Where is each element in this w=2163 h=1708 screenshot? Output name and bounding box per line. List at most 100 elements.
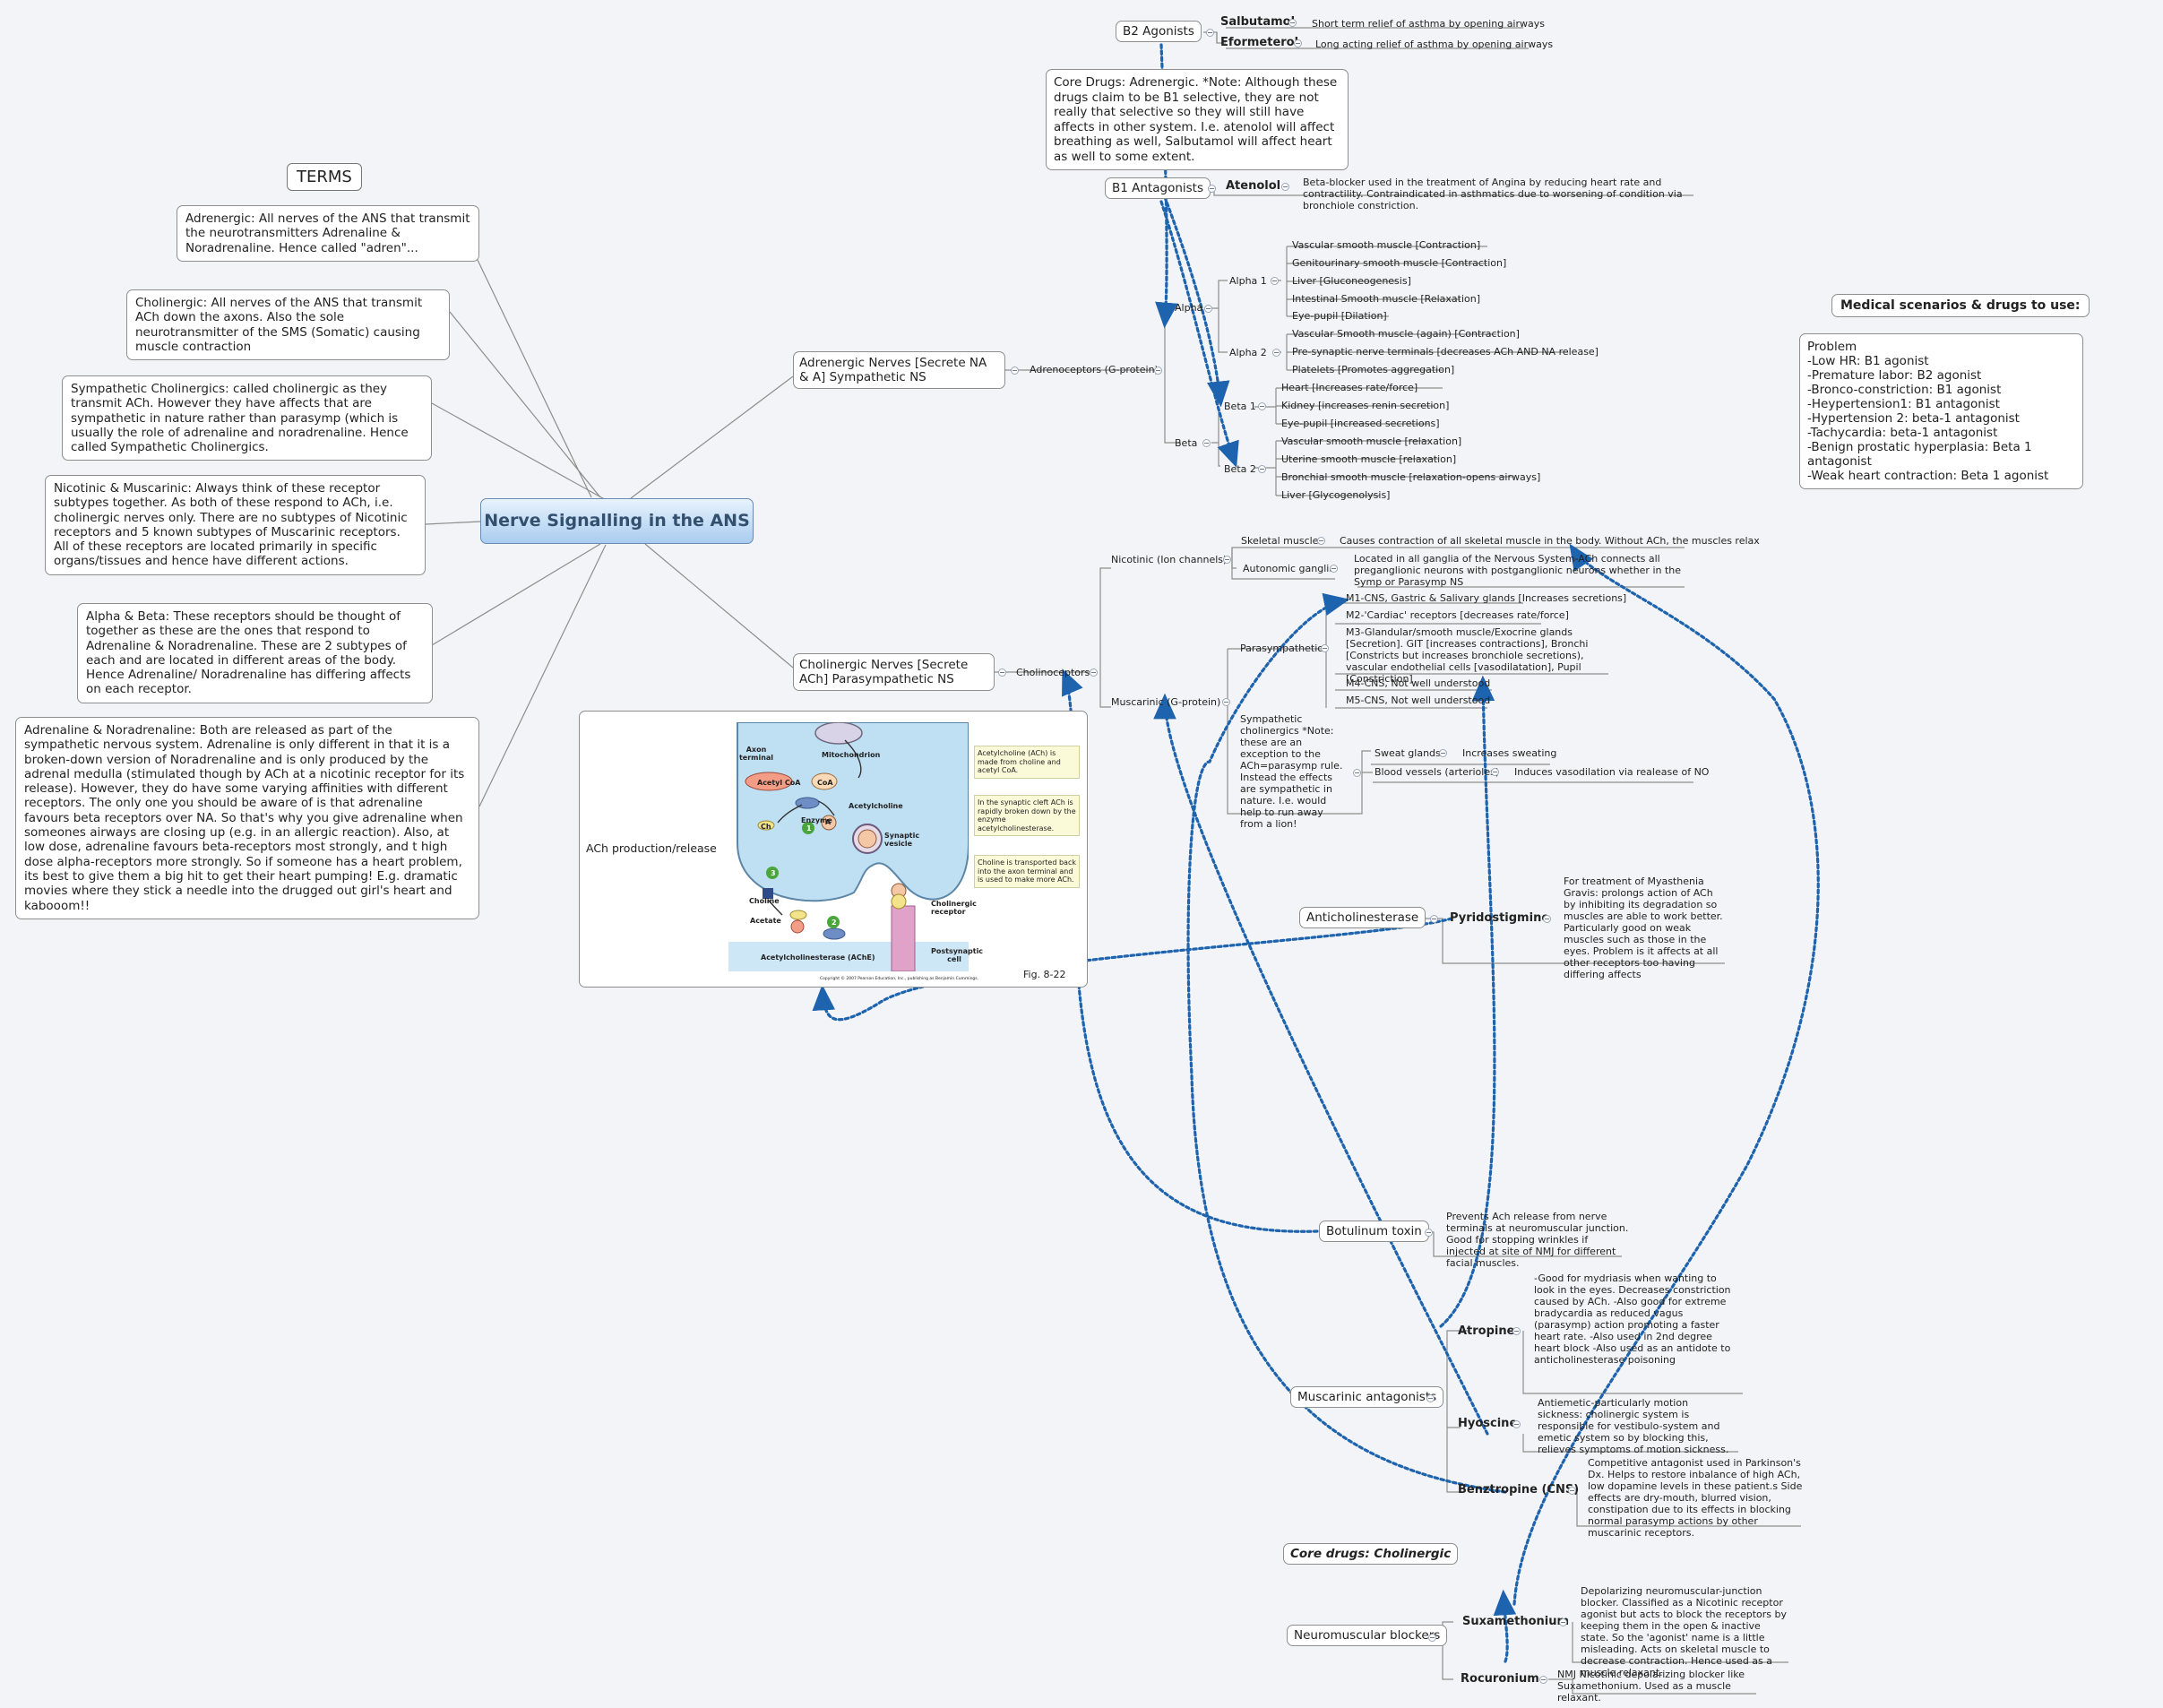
collapse-toggle[interactable] [1272,349,1280,357]
collapse-toggle[interactable] [1204,305,1212,313]
neuromuscular-blockers-node[interactable]: Neuromuscular blockers [1287,1625,1448,1646]
beta1-item[interactable]: Heart [Increases rate/force] [1281,382,1418,393]
muscarinic-receptor[interactable]: M4-CNS, Not well understood [1346,677,1491,689]
collapse-toggle[interactable] [1321,644,1329,652]
anticholinesterase-node[interactable]: Anticholinesterase [1299,907,1426,928]
collapse-toggle[interactable] [1512,1420,1521,1428]
collapse-toggle[interactable] [1154,367,1162,375]
rocuronium-desc[interactable]: NMJ Nicotinic depolarizing blocker like … [1557,1669,1745,1704]
sweat-glands-desc[interactable]: Increases sweating [1462,747,1557,759]
collapse-toggle[interactable] [1439,749,1447,757]
pyridostigmine-desc[interactable]: For treatment of Myasthenia Gravis: prol… [1564,876,1723,980]
muscarinic-receptor[interactable]: M1-CNS, Gastric & Salivary glands [Incre… [1346,592,1627,604]
collapse-toggle[interactable] [1543,915,1551,923]
alpha1-item[interactable]: Vascular smooth muscle [Contraction] [1292,239,1481,251]
alpha2-item[interactable]: Vascular Smooth muscle (again) [Contract… [1292,328,1520,340]
collapse-toggle[interactable] [1294,39,1302,47]
collapse-toggle[interactable] [1281,183,1289,191]
collapse-toggle[interactable] [1539,1676,1547,1684]
hyoscine-desc[interactable]: Antiemetic-particularly motion sickness:… [1538,1397,1729,1455]
adrenoceptors-label[interactable]: Adrenoceptors (G-protein) [1030,364,1159,375]
muscarinic-receptor[interactable]: M5-CNS, Not well understood [1346,694,1491,706]
ach-figure-box[interactable]: ACh production/release Axon terminal Mit… [579,711,1088,988]
atropine-label[interactable]: Atropine [1458,1324,1515,1338]
hyoscine-label[interactable]: Hyoscine [1458,1417,1518,1430]
alpha1-item[interactable]: Liver [Gluconeogenesis] [1292,275,1411,287]
muscarinic-antagonists-node[interactable]: Muscarinic antagonists [1290,1386,1444,1408]
term-nicotinic-muscarinic[interactable]: Nicotinic & Muscarinic: Always think of … [45,475,426,575]
atenolol-label[interactable]: Atenolol [1226,179,1281,193]
scenarios-list[interactable]: Problem -Low HR: B1 agonist -Premature l… [1799,333,2083,489]
collapse-toggle[interactable] [1258,402,1266,410]
collapse-toggle[interactable] [1271,277,1279,285]
beta1-label[interactable]: Beta 1 [1224,401,1256,412]
botulinum-desc[interactable]: Prevents Ach release from nerve terminal… [1446,1211,1629,1269]
muscarinic-receptor[interactable]: M3-Glandular/smooth muscle/Exocrine glan… [1346,626,1589,685]
collapse-toggle[interactable] [1426,1394,1435,1402]
collapse-toggle[interactable] [1425,1229,1433,1237]
alpha2-label[interactable]: Alpha 2 [1229,347,1267,358]
botulinum-toxin-node[interactable]: Botulinum toxin [1319,1221,1429,1242]
alpha1-item[interactable]: Eye-pupil [Dilation] [1292,310,1387,322]
beta1-item[interactable]: Eye-pupil [increased secretions] [1281,418,1440,429]
collapse-toggle[interactable] [998,669,1006,677]
term-alpha-beta[interactable]: Alpha & Beta: These receptors should be … [77,603,433,703]
alpha2-item[interactable]: Platelets [Promotes aggregation] [1292,364,1455,375]
core-drugs-cholinergic[interactable]: Core drugs: Cholinergic [1283,1543,1459,1565]
benztropine-desc[interactable]: Competitive antagonist used in Parkinson… [1588,1457,1803,1539]
cholinoceptors-label[interactable]: Cholinoceptors [1016,667,1090,678]
collapse-toggle[interactable] [1258,465,1266,473]
collapse-toggle[interactable] [1222,698,1230,706]
alpha2-item[interactable]: Pre-synaptic nerve terminals [decreases … [1292,346,1599,358]
atropine-desc[interactable]: -Good for mydriasis when wanting to look… [1534,1272,1731,1366]
blood-vessels-label[interactable]: Blood vessels (arterioles) [1374,766,1500,778]
sweat-glands-label[interactable]: Sweat glands [1374,747,1441,759]
beta2-item[interactable]: Uterine smooth muscle [relaxation] [1281,453,1457,465]
collapse-toggle[interactable] [1568,1487,1576,1495]
beta2-label[interactable]: Beta 2 [1224,463,1256,475]
alpha1-item[interactable]: Genitourinary smooth muscle [Contraction… [1292,257,1507,269]
term-adrenaline-noradrenaline[interactable]: Adrenaline & Noradrenaline: Both are rel… [15,717,479,919]
collapse-toggle[interactable] [1223,556,1231,564]
pyridostigmine-label[interactable]: Pyridostigmine [1450,911,1550,925]
collapse-toggle[interactable] [1491,768,1499,776]
eformeterol-label[interactable]: Eformeterol [1220,36,1299,49]
suxamethonium-desc[interactable]: Depolarizing neuromuscular-junction bloc… [1581,1585,1788,1678]
collapse-toggle[interactable] [1206,29,1214,37]
eformeterol-desc[interactable]: Long acting relief of asthma by opening … [1315,39,1554,50]
beta1-item[interactable]: Kidney [increases renin secretion] [1281,400,1450,411]
rocuronium-label[interactable]: Rocuronium [1461,1672,1539,1686]
blood-vessels-desc[interactable]: Induces vasodilation via realease of NO [1514,766,1710,778]
scenarios-title[interactable]: Medical scenarios & drugs to use: [1831,294,2090,317]
parasympathetics-label[interactable]: Parasympathetics [1240,643,1329,654]
benztropine-label[interactable]: Benztropine (CNS) [1458,1483,1580,1497]
autonomic-ganglia-label[interactable]: Autonomic ganglia [1243,563,1336,574]
collapse-toggle[interactable] [1202,439,1211,447]
collapse-toggle[interactable] [1428,1634,1436,1642]
term-sympathetic-cholinergics[interactable]: Sympathetic Cholinergics: called choline… [62,375,432,462]
adrenergic-nerves-node[interactable]: Adrenergic Nerves [Secrete NA & A] Sympa… [793,351,1005,389]
term-cholinergic[interactable]: Cholinergic: All nerves of the ANS that … [126,289,450,361]
collapse-toggle[interactable] [1512,1327,1521,1335]
core-drugs-adrenergic[interactable]: Core Drugs: Adrenergic. *Note: Although … [1046,69,1349,170]
central-topic[interactable]: Nerve Signalling in the ANS [480,498,754,544]
collapse-toggle[interactable] [1559,1618,1567,1626]
collapse-toggle[interactable] [1330,565,1338,573]
terms-title[interactable]: TERMS [287,163,362,191]
collapse-toggle[interactable] [1353,769,1361,777]
nicotinic-label[interactable]: Nicotinic (Ion channels) [1111,554,1228,565]
sympathetic-cholinergics-label[interactable]: Sympathetic cholinergics *Note: these ar… [1240,713,1343,830]
collapse-toggle[interactable] [1011,367,1019,375]
collapse-toggle[interactable] [1208,185,1216,193]
atenolol-desc[interactable]: Beta-blocker used in the treatment of An… [1303,177,1683,211]
alpha1-item[interactable]: Intestinal Smooth muscle [Relaxation] [1292,293,1481,305]
term-adrenergic[interactable]: Adrenergic: All nerves of the ANS that t… [177,205,479,262]
cholinergic-nerves-node[interactable]: Cholinergic Nerves [Secrete ACh] Parasym… [793,653,995,691]
suxamethonium-label[interactable]: Suxamethonium [1462,1615,1570,1628]
muscarinic-label[interactable]: Muscarinic (G-protein) [1111,696,1221,708]
collapse-toggle[interactable] [1090,669,1098,677]
collapse-toggle[interactable] [1430,915,1438,923]
skeletal-muscle-label[interactable]: Skeletal muscle [1241,535,1319,547]
beta2-item[interactable]: Bronchial smooth muscle [relaxation-open… [1281,471,1541,483]
b2-agonists-node[interactable]: B2 Agonists [1116,21,1202,42]
